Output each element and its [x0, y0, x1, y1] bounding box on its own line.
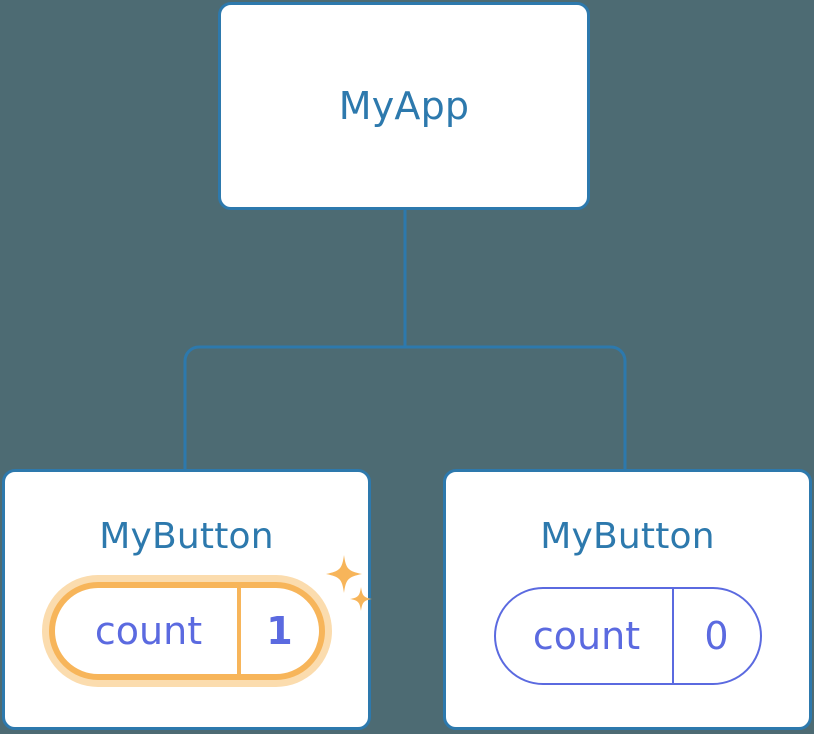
sparkle-large-icon	[325, 555, 362, 593]
edge-to-child-right	[405, 345, 627, 469]
node-title: MyButton	[540, 516, 715, 557]
node-mybutton-right[interactable]: MyButton count 0	[443, 469, 812, 730]
edge-to-child-left	[183, 345, 405, 469]
state-value: 0	[704, 614, 729, 658]
state-value: 1	[266, 609, 293, 653]
node-mybutton-left[interactable]: MyButton count 1	[2, 469, 372, 730]
node-myapp[interactable]: MyApp	[218, 2, 590, 210]
state-pill-count[interactable]: count 1	[48, 582, 325, 680]
sparkle-small-icon	[349, 587, 372, 611]
node-title: MyButton	[99, 516, 274, 557]
state-pill-count[interactable]: count 0	[493, 587, 762, 685]
state-pill-divider	[671, 589, 674, 683]
state-key-label: count	[532, 614, 641, 658]
state-key-label: count	[94, 609, 203, 653]
node-title: MyApp	[338, 84, 470, 128]
state-pill-wrapper: count 0	[493, 587, 762, 685]
state-pill-glow: count 1	[41, 575, 332, 687]
state-pill-divider	[236, 588, 241, 674]
state-pill-wrapper: count 1	[41, 555, 372, 687]
